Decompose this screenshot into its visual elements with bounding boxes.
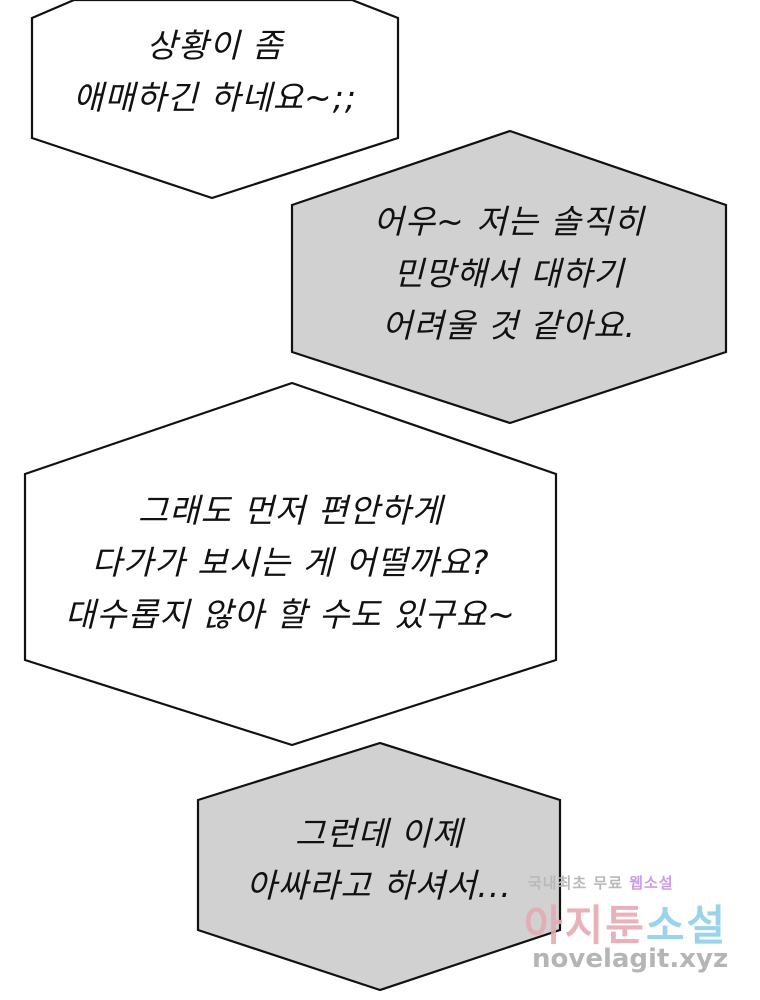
bubble-3-line-1: 그래도 먼저 편안하게 <box>137 491 444 530</box>
bubble-3-text: 그래도 먼저 편안하게 다가가 보시는 게 어떨까요? 대수롭지 않아 할 수도… <box>25 485 556 641</box>
bubble-1-line-2: 애매하긴 하네요~;; <box>73 78 357 117</box>
bubble-1-text: 상황이 좀 애매하긴 하네요~;; <box>32 20 398 124</box>
speech-bubble-2 <box>290 129 728 425</box>
watermark-logo: 아지툰소설 <box>524 892 727 953</box>
watermark-url: novelagit.xyz <box>532 944 729 974</box>
speech-bubble-3 <box>23 381 558 747</box>
watermark-tagline: 국내최초 무료 웹소설 <box>528 872 674 893</box>
watermark-logo-accent: 소설 <box>645 901 728 950</box>
bubble-4-line-1: 그런데 이제 <box>294 814 464 853</box>
speech-bubble-4 <box>196 741 562 992</box>
bubble-3-line-3: 대수롭지 않아 할 수도 있구요~ <box>65 595 516 634</box>
bubble-2-text: 어우~ 저는 솔직히 민망해서 대하기 어려울 것 같아요. <box>292 196 726 352</box>
bubble-2-line-2: 민망해서 대하기 <box>393 254 625 293</box>
bubble-3-line-2: 다가가 보시는 게 어떨까요? <box>91 543 490 582</box>
bubble-2-line-1: 어우~ 저는 솔직히 <box>373 202 645 241</box>
bubble-2-line-3: 어려울 것 같아요. <box>382 306 636 345</box>
bubble-1-line-1: 상황이 좀 <box>146 26 284 65</box>
watermark-tagline-prefix: 국내최초 무료 <box>528 874 630 892</box>
bubble-4-text: 그런데 이제 아싸라고 하셔서... <box>198 808 560 912</box>
watermark-logo-prefix: 아지툰 <box>524 901 646 950</box>
bubble-4-line-2: 아싸라고 하셔서... <box>246 866 512 905</box>
speech-bubble-1 <box>30 0 400 200</box>
watermark-tagline-accent: 웹소설 <box>629 874 674 892</box>
